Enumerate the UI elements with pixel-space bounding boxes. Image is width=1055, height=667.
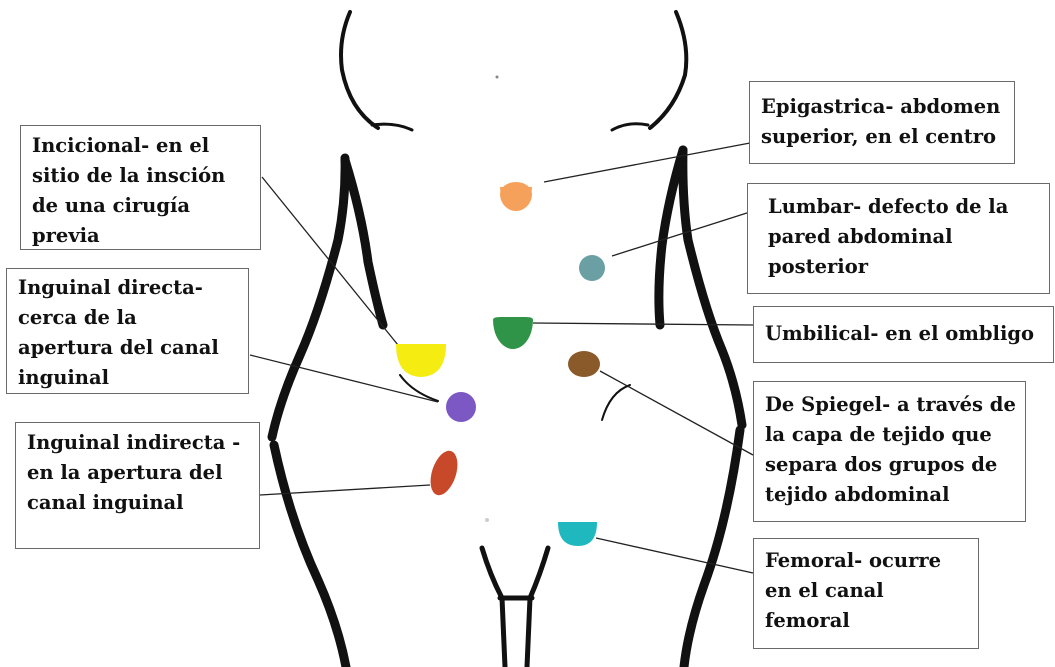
label-epigastrica: Epigastrica- abdomen superior, en el cen… xyxy=(749,81,1015,164)
left-neck-line xyxy=(341,12,378,128)
label-spiegel: De Spiegel- a través de la capa de tejid… xyxy=(753,381,1026,522)
marker-epigastrica-top xyxy=(500,182,532,211)
leader-line-umbilical xyxy=(533,323,753,325)
marker-inguinal-directa xyxy=(446,392,476,422)
leader-line-incisional xyxy=(262,177,398,345)
right-clavicle xyxy=(612,124,648,130)
marker-lumbar xyxy=(579,255,605,281)
leader-lines xyxy=(250,143,753,573)
crotch-left xyxy=(482,548,505,667)
leader-line-epigastrica xyxy=(544,143,750,182)
left-side-outline xyxy=(272,158,345,437)
marker-umbilical xyxy=(493,317,533,349)
label-inguinal-indirecta: Inguinal indirecta - en la apertura del … xyxy=(15,422,260,549)
marker-incisional xyxy=(396,344,446,377)
marker-femoral xyxy=(558,522,597,546)
label-umbilical: Umbilical- en el ombligo xyxy=(753,306,1054,363)
right-neck-line xyxy=(650,12,686,128)
left-hip-line xyxy=(274,445,346,667)
sternum-dot xyxy=(496,76,499,79)
marker-spiegel xyxy=(568,351,600,377)
label-incisional: Incicional- en el sitio de la insción de… xyxy=(20,125,261,250)
crotch-right xyxy=(527,548,548,667)
label-lumbar: Lumbar- defecto de la pared abdominal po… xyxy=(747,183,1050,294)
label-femoral: Femoral- ocurre en el canal femoral xyxy=(753,538,979,649)
right-groin-line xyxy=(602,385,630,420)
crotch-dot xyxy=(485,518,489,522)
leader-line-femoral xyxy=(596,538,753,573)
label-inguinal-directa: Inguinal directa- cerca de la apertura d… xyxy=(6,268,249,394)
right-hip-line xyxy=(684,430,740,667)
right-side-outline xyxy=(683,150,742,425)
left-inner-line xyxy=(345,160,383,325)
marker-inguinal-indirecta xyxy=(425,447,462,498)
